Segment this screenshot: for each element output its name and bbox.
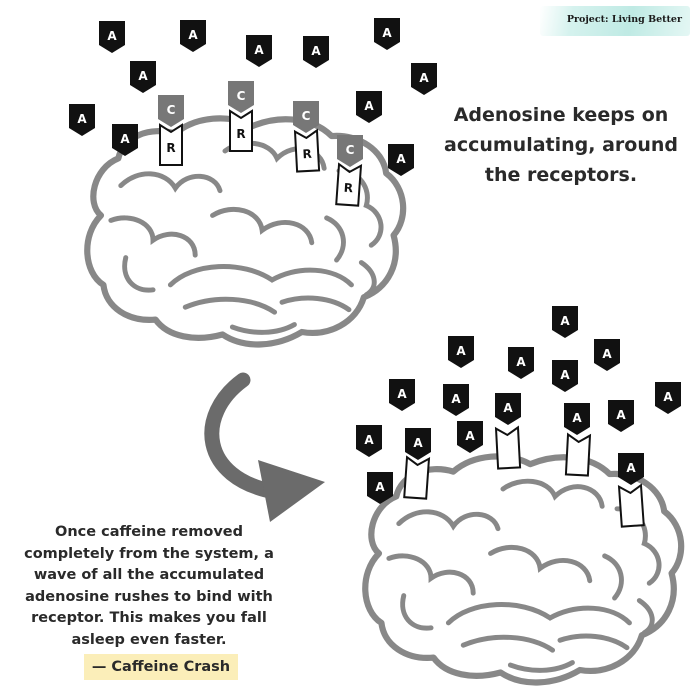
adenosine-label: A	[397, 387, 407, 401]
adenosine-label: A	[465, 429, 475, 443]
receptor-icon	[403, 455, 431, 500]
receptors-layer: R R R R	[159, 109, 645, 528]
adenosine-icon: A	[448, 336, 474, 368]
brand-banner: Project: Living Better	[540, 6, 690, 36]
adenosine-label: A	[616, 408, 626, 422]
receptor-icon	[617, 483, 645, 528]
caffeine-crash-tag: — Caffeine Crash	[84, 654, 238, 680]
adenosine-label: A	[572, 411, 582, 425]
adenosine-icon: A	[389, 379, 415, 411]
caffeine-icon: C	[337, 135, 363, 167]
receptor-icon: R	[229, 109, 253, 152]
adenosine-label: A	[419, 71, 429, 85]
adenosine-label: A	[364, 99, 374, 113]
adenosine-icon: A	[130, 61, 156, 93]
caffeine-icon: C	[293, 101, 319, 133]
adenosine-label: A	[516, 355, 526, 369]
adenosine-icon: A	[411, 63, 437, 95]
adenosine-icon: A	[457, 421, 483, 453]
adenosine-label: A	[560, 368, 570, 382]
adenosine-icon: A	[374, 18, 400, 50]
adenosine-icon: A	[655, 382, 681, 414]
caffeine-layer: C C C C	[158, 81, 363, 167]
adenosine-label: A	[451, 392, 461, 406]
adenosine-icon: A	[303, 36, 329, 68]
adenosine-icon: A	[608, 400, 634, 432]
adenosine-icon: A	[112, 124, 138, 156]
receptor-icon: R	[335, 162, 363, 207]
receptor-label: R	[166, 141, 175, 155]
curved-arrow-head	[258, 460, 325, 522]
adenosine-icon: A	[594, 339, 620, 371]
adenosine-icon: A	[69, 104, 95, 136]
adenosine-label: A	[560, 314, 570, 328]
arrow-layer	[204, 372, 325, 522]
adenosine-label: A	[382, 26, 392, 40]
caffeine-label: C	[302, 109, 311, 123]
adenosine-icon: A	[405, 428, 431, 460]
adenosine-label: A	[364, 433, 374, 447]
caffeine-label: C	[237, 89, 246, 103]
adenosine-icon: A	[246, 35, 272, 67]
adenosine-label: A	[107, 29, 117, 43]
adenosine-label: A	[120, 132, 130, 146]
adenosine-label: A	[77, 112, 87, 126]
adenosine-icon: A	[495, 393, 521, 425]
adenosine-label: A	[456, 344, 466, 358]
adenosine-icon: A	[618, 453, 644, 485]
brand-label: Project: Living Better	[566, 14, 682, 25]
caffeine-crash-caption: Once caffeine removed completely from th…	[24, 524, 274, 648]
headline: Adenosine keeps on accumulating, around …	[444, 104, 678, 186]
adenosine-label: A	[375, 480, 385, 494]
caffeine-icon: C	[158, 95, 184, 127]
adenosine-icon: A	[508, 347, 534, 379]
adenosine-label: A	[503, 401, 513, 415]
adenosine-label: A	[602, 347, 612, 361]
adenosine-icon: A	[367, 472, 393, 504]
adenosine-icon: A	[99, 21, 125, 53]
adenosine-icon: A	[356, 425, 382, 457]
adenosine-icon: A	[388, 144, 414, 176]
adenosine-label: A	[626, 461, 636, 475]
adenosine-icon: A	[552, 306, 578, 338]
adenosine-label: A	[311, 44, 321, 58]
adenosine-icon: A	[180, 20, 206, 52]
receptor-icon: R	[293, 128, 321, 173]
curved-arrow-icon	[204, 372, 283, 500]
adenosine-icon: A	[356, 91, 382, 123]
receptor-icon	[564, 432, 592, 477]
adenosine-label: A	[396, 152, 406, 166]
adenosine-icon: A	[552, 360, 578, 392]
caffeine-label: C	[167, 103, 176, 117]
adenosine-label: A	[663, 390, 673, 404]
adenosine-icon: A	[564, 403, 590, 435]
caffeine-label: C	[346, 143, 355, 157]
adenosine-label: A	[413, 436, 423, 450]
receptor-icon	[494, 425, 522, 470]
receptor-label: R	[343, 181, 353, 196]
adenosine-label: A	[188, 28, 198, 42]
caffeine-icon: C	[228, 81, 254, 113]
adenosine-icon: A	[443, 384, 469, 416]
receptor-label: R	[302, 147, 312, 161]
adenosine-label: A	[254, 43, 264, 57]
receptor-label: R	[236, 127, 245, 141]
adenosine-label: A	[138, 69, 148, 83]
adenosine-layer: A A A A A A A A A A A A A A A A A A A A A A A A A A A	[69, 18, 681, 504]
receptor-icon: R	[159, 123, 183, 166]
